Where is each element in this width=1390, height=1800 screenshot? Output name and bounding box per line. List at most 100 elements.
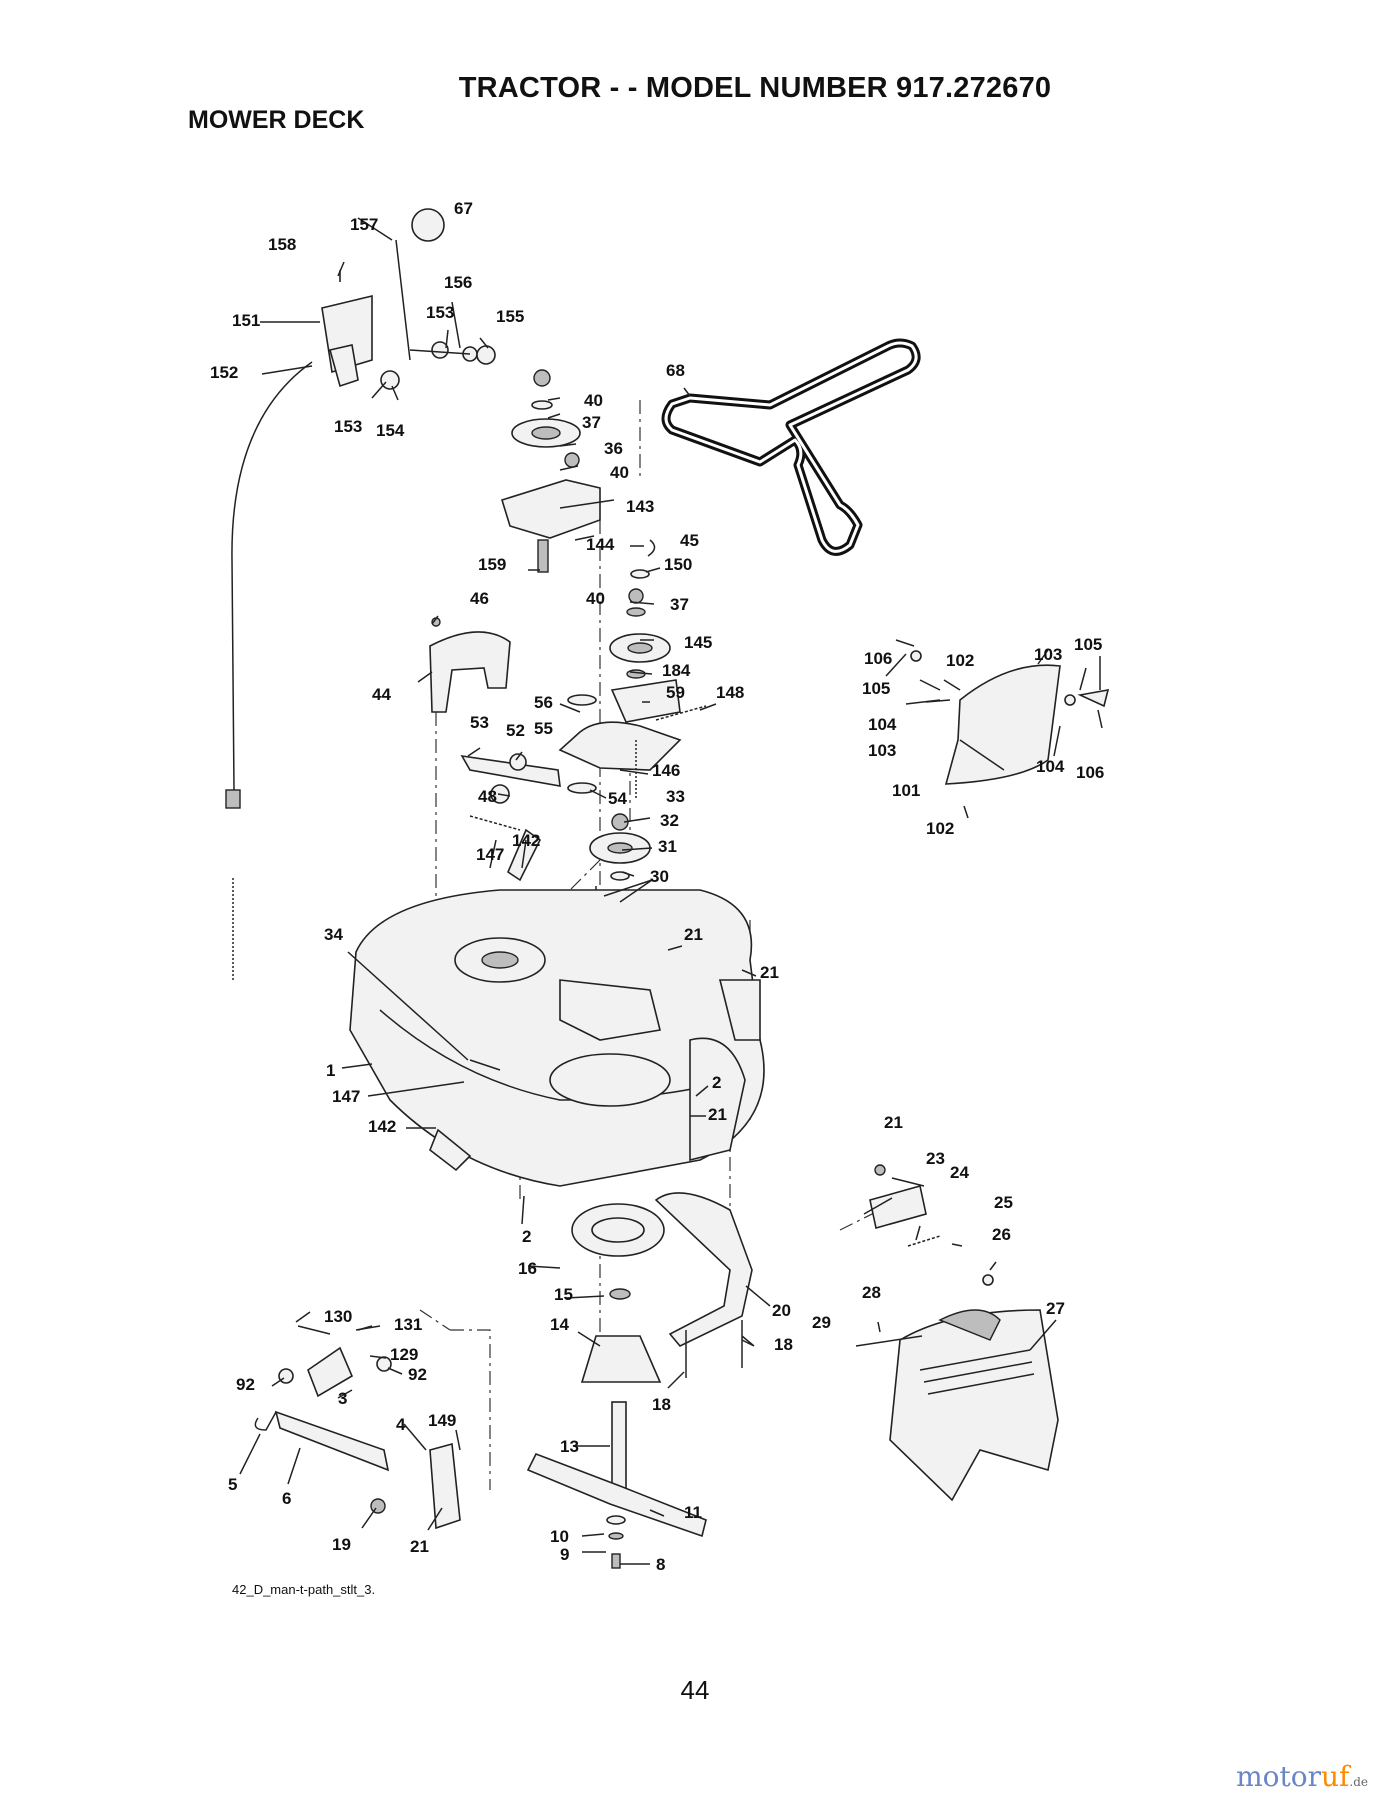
idler-pulley-stack	[501, 369, 601, 573]
callout: 150	[664, 555, 692, 574]
callout: 2	[712, 1073, 721, 1092]
callout-labels: 67 157 158 156 153 155 151 152 153 154 6…	[210, 199, 1104, 1574]
callout: 23	[926, 1149, 945, 1168]
callout: 131	[394, 1315, 422, 1334]
callout: 104	[1036, 757, 1065, 776]
callout: 37	[582, 413, 601, 432]
callout: 8	[656, 1555, 665, 1574]
callout: 10	[550, 1527, 569, 1546]
callout: 154	[376, 421, 405, 440]
callout: 9	[560, 1545, 569, 1564]
lift-handle-assembly	[225, 208, 496, 980]
callout: 21	[410, 1537, 429, 1556]
callout: 52	[506, 721, 525, 740]
callout: 56	[534, 693, 553, 712]
callout: 158	[268, 235, 296, 254]
callout: 184	[662, 661, 691, 680]
callout: 31	[658, 837, 677, 856]
callout: 21	[684, 925, 703, 944]
drive-belt	[661, 338, 921, 556]
callout: 4	[396, 1415, 406, 1434]
callout: 11	[684, 1503, 702, 1522]
mower-deck	[349, 889, 765, 1187]
blade-baffle	[571, 1203, 665, 1257]
watermark-logo: motoruf.de	[1236, 1760, 1368, 1793]
callout: 54	[608, 789, 627, 808]
callout: 157	[350, 215, 378, 234]
callout: 1	[326, 1061, 335, 1080]
callout: 33	[666, 787, 685, 806]
callout: 48	[478, 787, 497, 806]
callout: 15	[554, 1285, 573, 1304]
callout: 103	[868, 741, 896, 760]
callout: 53	[470, 713, 489, 732]
callout: 36	[604, 439, 623, 458]
discharge-chute	[889, 1309, 1059, 1502]
callout: 130	[324, 1307, 352, 1326]
callout: 25	[994, 1193, 1013, 1212]
callout: 68	[666, 361, 685, 380]
callout: 40	[584, 391, 603, 410]
belt-guard	[429, 617, 511, 713]
callout: 145	[684, 633, 712, 652]
callout: 102	[946, 651, 974, 670]
callout: 19	[332, 1535, 351, 1554]
chute-bracket	[869, 1164, 994, 1286]
callout: 34	[324, 925, 343, 944]
callout: 18	[652, 1395, 671, 1414]
callout: 105	[862, 679, 890, 698]
callout: 21	[760, 963, 779, 982]
callout: 26	[992, 1225, 1011, 1244]
callout: 18	[774, 1335, 793, 1354]
callout: 129	[390, 1345, 418, 1364]
callout: 147	[332, 1087, 360, 1106]
callout: 92	[408, 1365, 427, 1384]
callout: 13	[560, 1437, 579, 1456]
callout: 153	[334, 417, 362, 436]
callout: 2	[522, 1227, 531, 1246]
callout: 149	[428, 1411, 456, 1430]
callout: 16	[518, 1259, 537, 1278]
callout: 40	[586, 589, 605, 608]
callout: 104	[868, 715, 897, 734]
callout: 37	[670, 595, 689, 614]
callout: 155	[496, 307, 524, 326]
callout: 159	[478, 555, 506, 574]
callout: 28	[862, 1283, 881, 1302]
drawing-file-reference: 42_D_man-t-path_stlt_3.	[232, 1582, 376, 1597]
callout: 105	[1074, 635, 1102, 654]
callout: 46	[470, 589, 489, 608]
callout: 30	[650, 867, 669, 886]
callout: 146	[652, 761, 680, 780]
callout: 147	[476, 845, 504, 864]
callout: 106	[1076, 763, 1104, 782]
callout: 21	[708, 1105, 727, 1124]
callout: 148	[716, 683, 744, 702]
page-number: 44	[680, 1675, 710, 1705]
callout: 143	[626, 497, 654, 516]
callout: 151	[232, 311, 260, 330]
callout: 45	[680, 531, 699, 550]
callout: 14	[550, 1315, 569, 1334]
callout: 152	[210, 363, 238, 382]
page-title: TRACTOR - - MODEL NUMBER 917.272670	[458, 72, 1052, 104]
callout: 27	[1046, 1299, 1065, 1318]
section-heading: MOWER DECK	[188, 106, 365, 134]
callout: 142	[512, 831, 540, 850]
callout: 101	[892, 781, 920, 800]
callout: 29	[812, 1313, 831, 1332]
baffle-arm	[654, 1192, 753, 1378]
callout: 67	[454, 199, 473, 218]
callout: 92	[236, 1375, 255, 1394]
callout: 44	[372, 685, 391, 704]
callout: 20	[772, 1301, 791, 1320]
callout: 153	[426, 303, 454, 322]
callout: 3	[338, 1389, 347, 1408]
callout: 32	[660, 811, 679, 830]
callout: 144	[586, 535, 615, 554]
mulching-plate	[910, 650, 1110, 785]
callout: 6	[282, 1489, 291, 1508]
callout: 103	[1034, 645, 1062, 664]
callout: 59	[666, 683, 685, 702]
